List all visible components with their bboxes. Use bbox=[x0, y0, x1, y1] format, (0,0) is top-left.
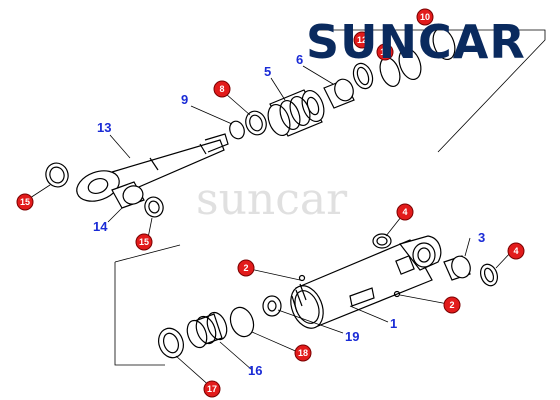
rod-seal-right bbox=[144, 196, 164, 218]
svg-text:4: 4 bbox=[513, 246, 518, 256]
part-label-9: 9 bbox=[181, 92, 188, 107]
watermark-text: suncar bbox=[196, 174, 348, 225]
callout-badge-8: 8 bbox=[213, 80, 231, 98]
callout-badge-15-right: 15 bbox=[135, 233, 153, 251]
part-label-6: 6 bbox=[296, 52, 303, 67]
part-label-1: 1 bbox=[390, 316, 397, 331]
svg-text:8: 8 bbox=[219, 84, 224, 94]
bushing-14 bbox=[111, 181, 145, 209]
piston-rod bbox=[76, 133, 229, 202]
callout-badge-10: 10 bbox=[416, 8, 434, 26]
part-label-16: 16 bbox=[248, 363, 262, 378]
gland-16 bbox=[186, 311, 228, 349]
grease-fitting-b bbox=[393, 290, 401, 298]
svg-text:15: 15 bbox=[139, 237, 149, 247]
piston-5 bbox=[267, 89, 325, 137]
callout-badge-2-left: 2 bbox=[237, 259, 255, 277]
brand-logo: SUNCAR bbox=[306, 15, 526, 69]
callout-badge-4-upper: 4 bbox=[396, 203, 414, 221]
ring-19 bbox=[262, 295, 282, 317]
bushing-3 bbox=[443, 255, 471, 281]
svg-text:10: 10 bbox=[420, 12, 430, 22]
seal-17 bbox=[158, 327, 184, 359]
svg-text:17: 17 bbox=[207, 384, 217, 394]
bushing-6 bbox=[323, 78, 355, 109]
callout-badge-11: 11 bbox=[376, 43, 394, 61]
cylinder-tube bbox=[290, 235, 442, 329]
part-label-13: 13 bbox=[97, 120, 111, 135]
ring-18 bbox=[229, 306, 255, 338]
dust-seal-4-right bbox=[479, 263, 499, 287]
callout-badge-18: 18 bbox=[294, 344, 312, 362]
logo-text: SUNCAR bbox=[306, 15, 526, 69]
svg-text:2: 2 bbox=[243, 263, 248, 273]
dust-seal-4-left bbox=[372, 233, 392, 249]
svg-text:11: 11 bbox=[380, 47, 390, 57]
part-label-19: 19 bbox=[345, 329, 359, 344]
callout-badge-12: 12 bbox=[353, 31, 371, 49]
rod-seal-left bbox=[45, 162, 69, 188]
callout-badge-15-left: 15 bbox=[16, 193, 34, 211]
seal-ring-10 bbox=[432, 27, 456, 61]
blue-part-labels: 13 9 5 6 14 3 1 19 16 bbox=[93, 52, 485, 378]
svg-text:4: 4 bbox=[402, 207, 407, 217]
callout-badge-4-right: 4 bbox=[507, 242, 525, 260]
svg-text:18: 18 bbox=[298, 348, 308, 358]
callout-badge-17: 17 bbox=[203, 380, 221, 398]
svg-text:15: 15 bbox=[20, 197, 30, 207]
frame-lines bbox=[114, 29, 546, 366]
svg-text:2: 2 bbox=[449, 300, 454, 310]
snap-ring-9 bbox=[229, 120, 245, 140]
grease-fitting-a bbox=[298, 274, 306, 282]
part-label-3: 3 bbox=[478, 230, 485, 245]
part-label-5: 5 bbox=[264, 64, 271, 79]
seal-ring-12 bbox=[352, 62, 374, 90]
red-callout-badges: 10 12 11 8 15 15 4 4 bbox=[16, 8, 525, 398]
ring-8 bbox=[245, 110, 267, 136]
leader-lines bbox=[29, 65, 513, 389]
part-label-14: 14 bbox=[93, 219, 108, 234]
callout-badge-2-right: 2 bbox=[443, 296, 461, 314]
svg-text:12: 12 bbox=[357, 35, 367, 45]
